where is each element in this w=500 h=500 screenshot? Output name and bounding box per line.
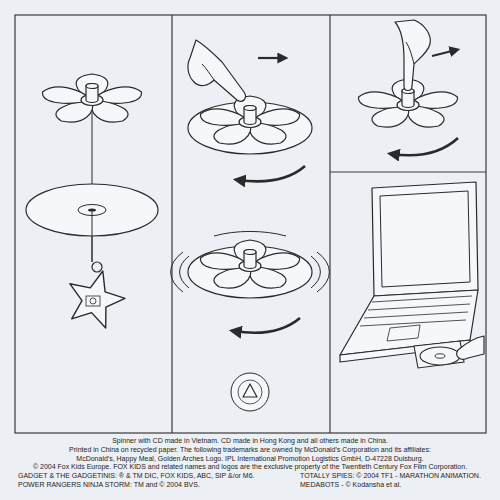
star-sticker [86, 296, 100, 306]
legal-text: TOTALLY SPIES: © 2004 TF1 - MARATHON ANI… [300, 472, 482, 481]
rotation-arrow [234, 318, 300, 333]
panel-frame [15, 15, 486, 433]
legal-text: Printed in China on recycled paper. The … [69, 446, 431, 455]
legal-text: MEDABOTS - © Kodansha et al. [300, 481, 482, 490]
direction-arrow [432, 50, 456, 56]
assembly-line [92, 104, 93, 262]
spinner-fan [38, 74, 147, 126]
panel-divider [329, 15, 330, 433]
text-line: Printed in China on recycled paper. The … [16, 446, 484, 455]
text-line: POWER RANGERS NINJA STORM: TM and © 2004… [16, 481, 484, 490]
star-sticker [90, 298, 96, 304]
hand [395, 20, 430, 91]
motion-line [180, 256, 189, 288]
text-line: © 2004 Fox Kids Europe. FOX KIDS and rel… [16, 463, 484, 472]
laptop-screen [372, 182, 478, 296]
cd-disc [420, 347, 460, 365]
trackpad [387, 325, 420, 341]
text-line: GADGET & THE GADGETINIS: ® & TM DIC, FOX… [16, 472, 484, 481]
spinner-fan [196, 240, 305, 292]
motion-line [311, 256, 320, 288]
legal-text: POWER RANGERS NINJA STORM: TM and © 2004… [18, 481, 200, 490]
text-line: Spinner with CD made in Vietnam. CD made… [16, 437, 484, 446]
keyboard [360, 296, 472, 326]
cd-hub [435, 354, 445, 358]
motion-line [214, 231, 286, 236]
legal-text: GADGET & THE GADGETINIS: ® & TM DIC, FOX… [18, 472, 254, 481]
recycle-arrows [243, 384, 257, 397]
recycle-mark [231, 373, 269, 411]
hand [188, 40, 246, 101]
panel-divider [171, 15, 172, 433]
laptop-display [380, 191, 470, 287]
motion-line [171, 252, 183, 292]
star-hook [92, 262, 102, 272]
hand [457, 336, 484, 359]
legal-text: McDonald's, Happy Meal, Golden Arches Lo… [76, 455, 423, 464]
assembly-line [92, 211, 93, 262]
legal-text: Spinner with CD made in Vietnam. CD made… [112, 437, 388, 446]
rotation-arrow [238, 166, 305, 181]
legal-text: © 2004 Fox Kids Europe. FOX KIDS and rel… [33, 463, 467, 472]
text-line: McDonald's, Happy Meal, Golden Arches Lo… [16, 455, 484, 464]
direction-arrow [258, 57, 284, 59]
rotation-arrow [392, 138, 458, 155]
star-handle [70, 271, 125, 328]
spinner-fan [196, 96, 305, 148]
panel-divider [330, 171, 486, 172]
legal-notice: Spinner with CD made in Vietnam. CD made… [16, 437, 484, 490]
recycle-mark [238, 380, 262, 404]
hand-detail [406, 42, 414, 64]
motion-line [317, 252, 329, 292]
hand-detail [202, 64, 214, 80]
